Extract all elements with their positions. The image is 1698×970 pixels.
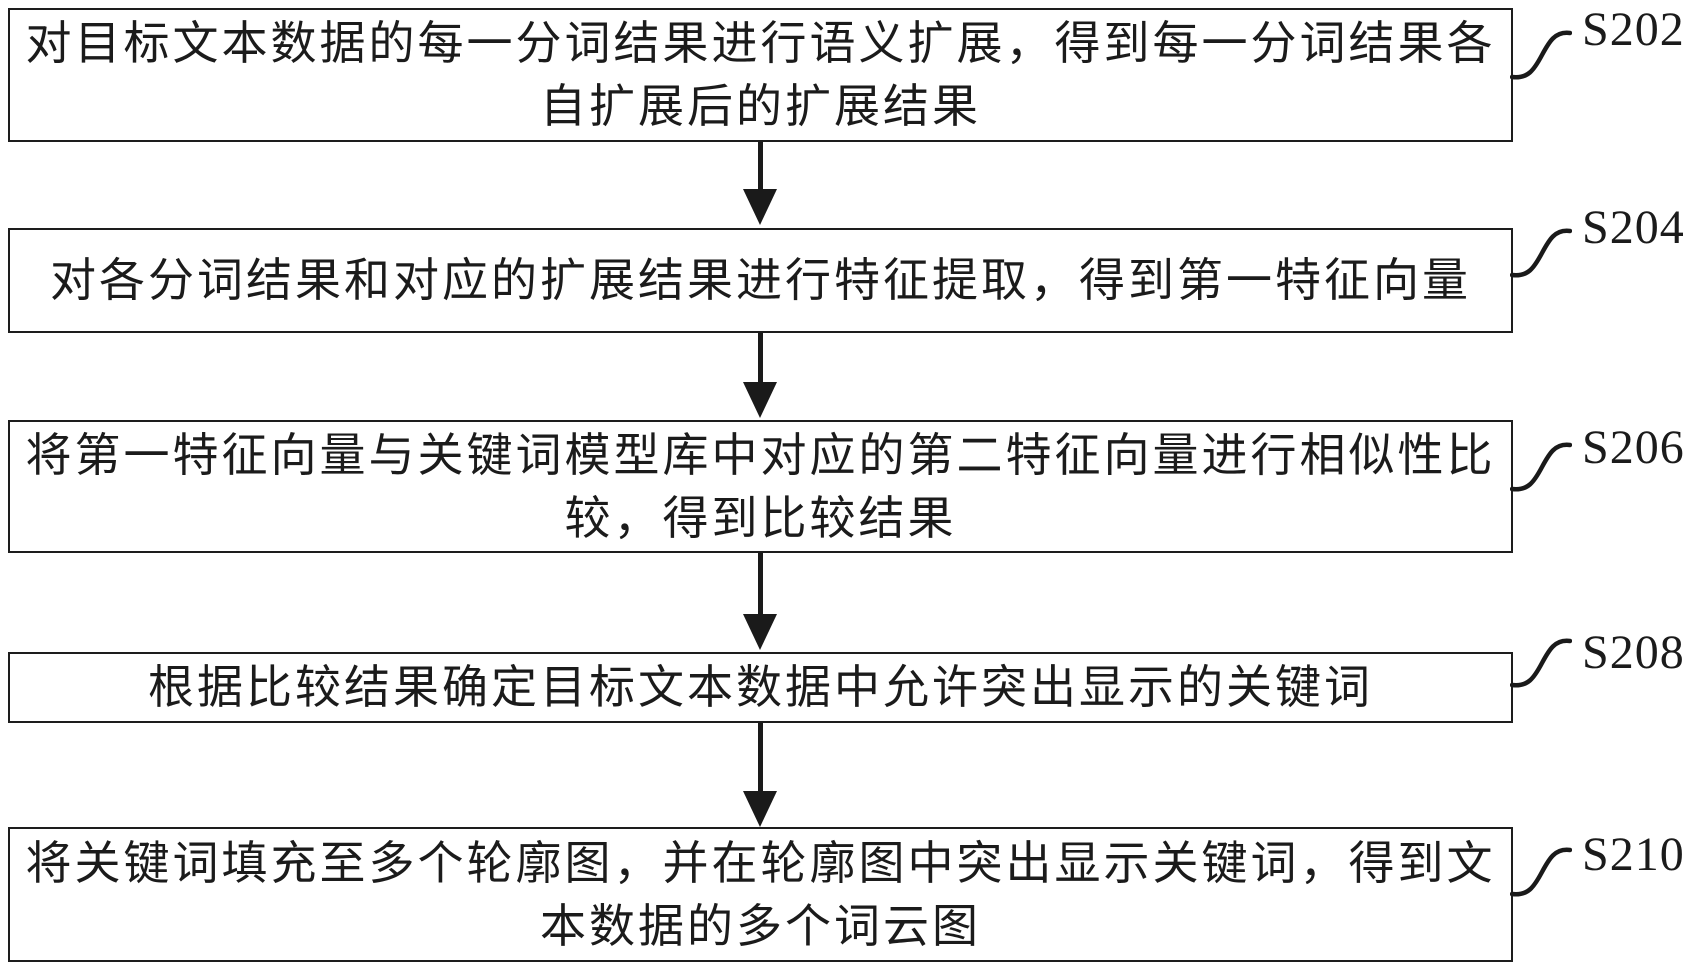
step-text-s206: 将第一特征向量与关键词模型库中对应的第二特征向量进行相似性比 较，得到比较结果	[25, 429, 1496, 544]
arrow-shaft	[757, 553, 763, 614]
connector-squiggle-icon	[1510, 228, 1572, 278]
flow-arrow-icon	[743, 142, 777, 225]
arrow-head	[743, 614, 777, 650]
arrow-head	[743, 791, 777, 827]
step-label-s204: S204	[1582, 201, 1685, 254]
connector-squiggle-icon	[1510, 847, 1572, 897]
step-label-s208: S208	[1582, 626, 1685, 679]
flow-arrow-icon	[743, 333, 777, 418]
step-label-s206: S206	[1582, 421, 1685, 474]
connector-squiggle-icon	[1510, 442, 1572, 492]
connector-squiggle-icon	[1510, 30, 1572, 80]
step-box-s204: 对各分词结果和对应的扩展结果进行特征提取，得到第一特征向量	[8, 228, 1513, 333]
step-text-s210: 将关键词填充至多个轮廓图，并在轮廓图中突出显示关键词，得到文 本数据的多个词云图	[25, 837, 1496, 952]
flow-arrow-icon	[743, 553, 777, 650]
connector-squiggle-icon	[1510, 638, 1572, 688]
step-label-s210: S210	[1582, 828, 1685, 881]
flow-arrow-icon	[743, 723, 777, 827]
step-box-s202: 对目标文本数据的每一分词结果进行语义扩展，得到每一分词结果各 自扩展后的扩展结果	[8, 8, 1513, 142]
step-box-s208: 根据比较结果确定目标文本数据中允许突出显示的关键词	[8, 652, 1513, 723]
step-box-s210: 将关键词填充至多个轮廓图，并在轮廓图中突出显示关键词，得到文 本数据的多个词云图	[8, 827, 1513, 962]
arrow-shaft	[757, 723, 763, 791]
arrow-shaft	[757, 333, 763, 382]
step-text-s202: 对目标文本数据的每一分词结果进行语义扩展，得到每一分词结果各 自扩展后的扩展结果	[25, 18, 1496, 132]
step-text-s204: 对各分词结果和对应的扩展结果进行特征提取，得到第一特征向量	[50, 255, 1471, 306]
arrow-shaft	[757, 142, 763, 189]
step-label-s202: S202	[1582, 3, 1685, 56]
arrow-head	[743, 189, 777, 225]
step-text-s208: 根据比较结果确定目标文本数据中允许突出显示的关键词	[148, 662, 1373, 713]
step-box-s206: 将第一特征向量与关键词模型库中对应的第二特征向量进行相似性比 较，得到比较结果	[8, 420, 1513, 553]
arrow-head	[743, 382, 777, 418]
